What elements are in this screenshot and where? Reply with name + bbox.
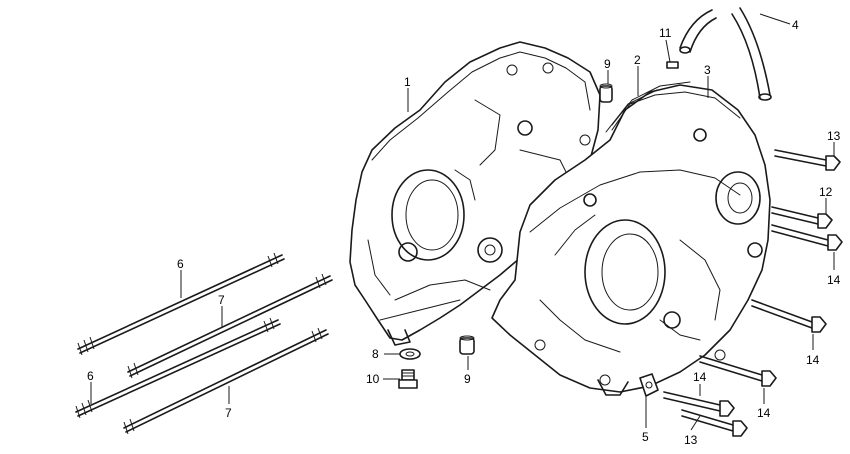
- callout-1: 1: [404, 75, 411, 89]
- callout-13-upper: 13: [827, 129, 841, 143]
- breather-tube: [679, 7, 772, 101]
- callout-4: 4: [792, 18, 799, 32]
- crankcase-gasket: [605, 81, 691, 133]
- callout-6-upper: 6: [177, 257, 184, 271]
- tube-clip: [666, 61, 679, 69]
- flange-bolt-12: [771, 206, 833, 229]
- callout-11: 11: [659, 26, 672, 40]
- callout-14-a: 14: [827, 273, 841, 287]
- dowel-pin-lower: [459, 335, 475, 355]
- callout-13-lower: 13: [684, 433, 698, 447]
- leader-lines: [90, 13, 835, 431]
- left-crankcase-half: [349, 41, 601, 346]
- o-ring-part-5: [639, 373, 659, 397]
- callout-14-b: 14: [806, 353, 820, 367]
- flange-bolt-13-upper: [774, 149, 841, 171]
- flange-bolt-13-lower: [681, 409, 748, 437]
- callout-9-upper: 9: [604, 57, 611, 71]
- drain-bolt: [398, 369, 418, 389]
- sealing-washer: [399, 348, 421, 360]
- callout-3: 3: [704, 63, 711, 77]
- callout-12: 12: [819, 185, 833, 199]
- flange-bolt-14-d: [663, 391, 735, 417]
- callout-labels: 1 2 3 4 5 6 6 7 7 8 9 9 10 11 12 13 13 1…: [87, 18, 841, 447]
- callout-14-c: 14: [757, 406, 771, 420]
- callout-2: 2: [634, 53, 641, 67]
- callout-6-lower: 6: [87, 369, 94, 383]
- right-crankcase-half: [491, 84, 771, 396]
- flange-bolt-14-c: [699, 355, 777, 387]
- flange-bolt-14-a: [771, 224, 843, 251]
- callout-9-lower: 9: [464, 372, 471, 386]
- stud-bolts: [75, 252, 333, 435]
- callout-7-upper: 7: [218, 293, 225, 307]
- callout-7-lower: 7: [225, 406, 232, 420]
- dowel-pin-upper: [599, 83, 613, 103]
- callout-14-d: 14: [693, 370, 707, 384]
- flange-bolts: [663, 149, 843, 437]
- callout-10: 10: [366, 372, 380, 386]
- callout-8: 8: [372, 347, 379, 361]
- callout-5: 5: [642, 430, 649, 444]
- flange-bolt-14-b: [751, 299, 827, 333]
